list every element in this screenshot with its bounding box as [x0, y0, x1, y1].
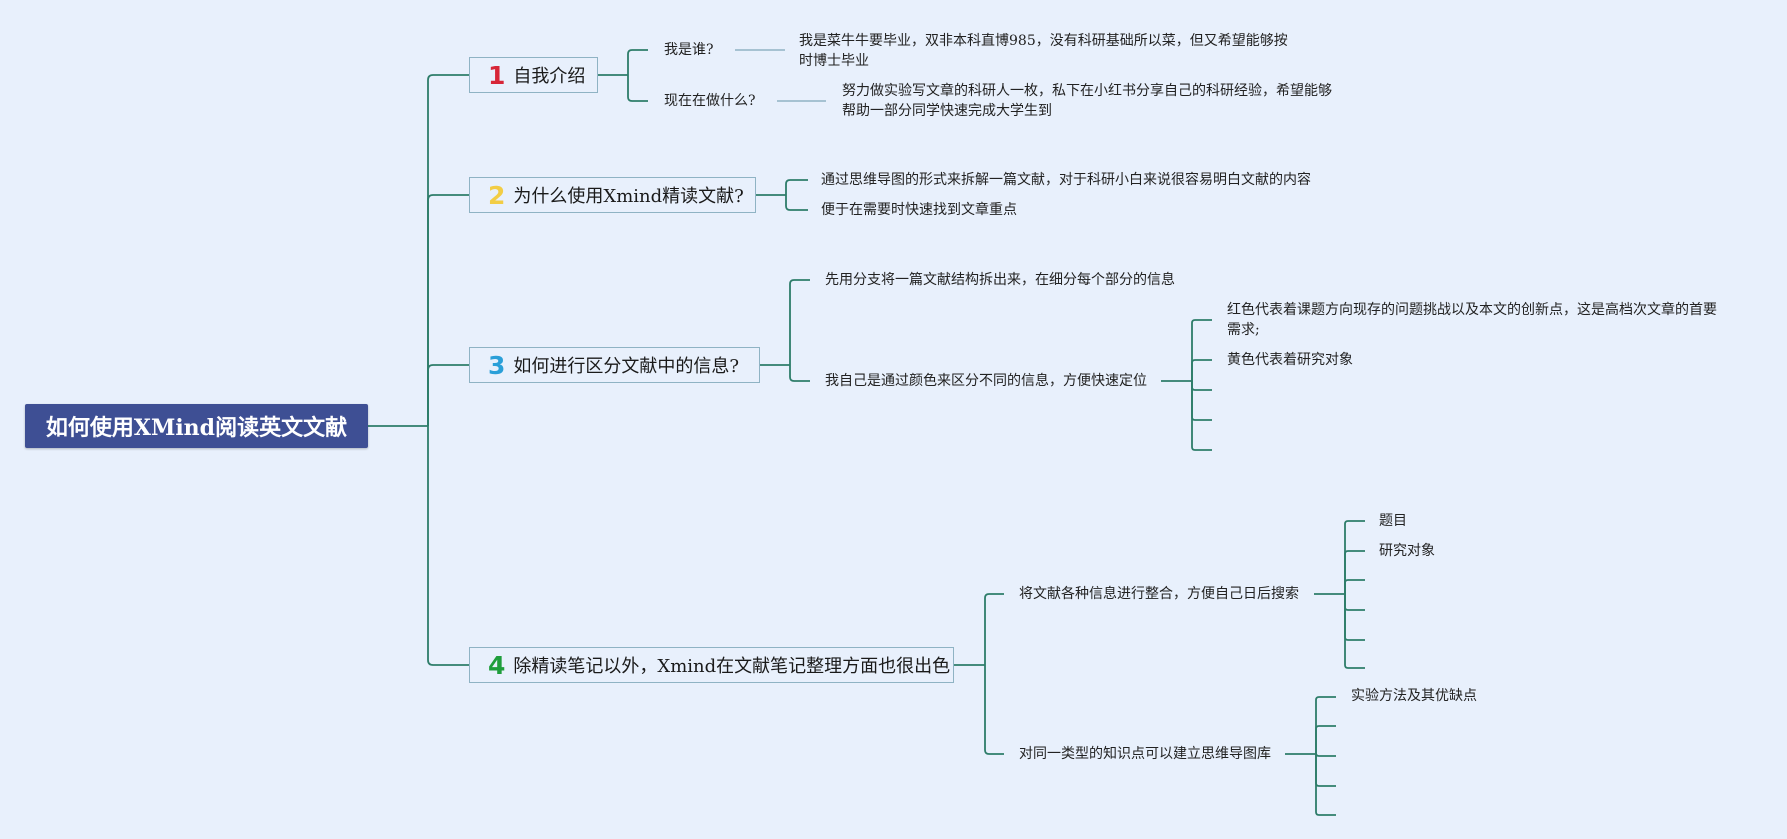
topic-label: 为什么使用Xmind精读文献? — [513, 186, 744, 207]
connector-line-31 — [1344, 594, 1365, 669]
connector-line-37 — [1315, 754, 1336, 816]
subtopic-who-am-i[interactable]: 我是谁? — [664, 42, 714, 58]
connector-line-23 — [984, 593, 1004, 665]
root-topic[interactable]: 如何使用XMind阅读英文文献 — [25, 404, 368, 448]
number-1-icon: 1 — [488, 60, 506, 90]
topic-self-intro[interactable]: 1 自我介绍 — [469, 57, 598, 93]
connector-line-35 — [1315, 752, 1336, 757]
connector-line-30 — [1344, 594, 1365, 641]
topic-label: 自我介绍 — [513, 66, 586, 87]
connector-line-6 — [627, 49, 648, 75]
connector-line-24 — [984, 665, 1004, 755]
connector-line-12 — [785, 195, 808, 211]
connector-line-7 — [627, 75, 648, 102]
connector-line-26 — [1344, 520, 1365, 594]
connector-line-1 — [427, 74, 469, 426]
topic-label: 除精读笔记以外，Xmind在文献笔记整理方面也很出色 — [513, 656, 951, 677]
connector-line-34 — [1315, 725, 1336, 754]
connector-line-27 — [1344, 550, 1365, 594]
connector-line-33 — [1315, 696, 1336, 754]
topic-how-to-distinguish[interactable]: 3 如何进行区分文献中的信息? — [469, 347, 760, 383]
connector-line-14 — [789, 279, 810, 365]
subtopic-knowledge-library[interactable]: 对同一类型的知识点可以建立思维导图库 — [1019, 746, 1271, 762]
connector-line-18 — [1191, 359, 1212, 381]
color-yellow-meaning[interactable]: 黄色代表着研究对象 — [1227, 352, 1353, 368]
connector-line-11 — [785, 179, 808, 195]
connector-line-19 — [1191, 381, 1212, 391]
connector-line-3 — [427, 364, 469, 426]
connector-line-28 — [1344, 579, 1365, 594]
connector-line-36 — [1315, 754, 1336, 787]
connector-line-4 — [427, 426, 469, 666]
number-4-icon: 4 — [488, 650, 506, 680]
child-experiment-methods[interactable]: 实验方法及其优缺点 — [1351, 688, 1477, 704]
subtopic-current-work[interactable]: 现在在做什么? — [664, 93, 756, 109]
subtopic-integrate-info[interactable]: 将文献各种信息进行整合，方便自己日后搜索 — [1019, 586, 1299, 602]
topic-notes-organization[interactable]: 4 除精读笔记以外，Xmind在文献笔记整理方面也很出色 — [469, 647, 954, 683]
connector-line-21 — [1191, 381, 1212, 451]
number-2-icon: 2 — [488, 180, 506, 210]
topic-why-xmind[interactable]: 2 为什么使用Xmind精读文献? — [469, 177, 756, 213]
subtopic-mindmap-parse[interactable]: 通过思维导图的形式来拆解一篇文献，对于科研小白来说很容易明白文献的内容 — [821, 172, 1311, 188]
connector-line-20 — [1191, 381, 1212, 421]
subtopic-color-coding[interactable]: 我自己是通过颜色来区分不同的信息，方便快速定位 — [825, 373, 1147, 389]
color-red-meaning[interactable]: 红色代表着课题方向现存的问题挑战以及本文的创新点，这是高档次文章的首要需求; — [1227, 302, 1717, 338]
child-research-object[interactable]: 研究对象 — [1379, 543, 1435, 559]
connector-line-2 — [427, 194, 469, 426]
number-3-icon: 3 — [488, 350, 506, 380]
detail-current-work[interactable]: 努力做实验写文章的科研人一枚，私下在小红书分享自己的科研经验，希望能够帮助一部分… — [842, 83, 1332, 119]
subtopic-find-key-points[interactable]: 便于在需要时快速找到文章重点 — [821, 202, 1017, 218]
detail-who-am-i[interactable]: 我是菜牛牛要毕业，双非本科直博985，没有科研基础所以菜，但又希望能够按时博士毕… — [799, 33, 1288, 69]
connector-line-17 — [1191, 319, 1212, 381]
connector-line-29 — [1344, 594, 1365, 611]
subtopic-split-structure[interactable]: 先用分支将一篇文献结构拆出来，在细分每个部分的信息 — [825, 272, 1175, 288]
topic-label: 如何进行区分文献中的信息? — [513, 356, 740, 377]
child-title[interactable]: 题目 — [1379, 513, 1407, 529]
connector-line-15 — [789, 365, 810, 382]
